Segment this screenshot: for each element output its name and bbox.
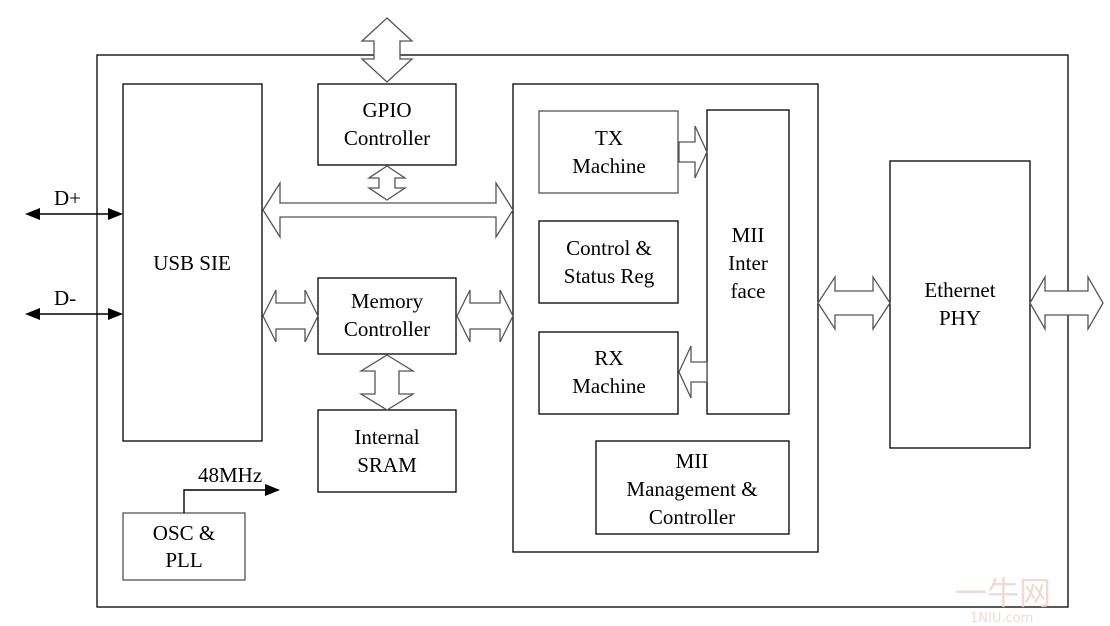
mii-interface-block: MII Inter face: [706, 109, 790, 415]
ethernet-label-line1: Ethernet: [924, 278, 995, 302]
clock-label: 48MHz: [198, 463, 262, 487]
sram-label-line2: SRAM: [357, 453, 417, 477]
ethernet-phy-block: Ethernet PHY: [889, 160, 1031, 449]
mii-mgmt-line1: MII: [676, 449, 709, 473]
tx-label-line2: Machine: [572, 154, 645, 178]
rx-machine-block: RX Machine: [538, 331, 679, 415]
rx-label-line1: RX: [594, 346, 623, 370]
mii-iface-line1: MII: [732, 223, 765, 247]
sram-label-line1: Internal: [354, 425, 419, 449]
clock-signal: 48MHz: [183, 463, 280, 513]
memory-sram-bus-arrow: [358, 354, 416, 411]
gpio-label-line1: GPIO: [362, 98, 411, 122]
gpio-label-line2: Controller: [344, 126, 430, 150]
gpio-bus-arrow: [366, 165, 408, 201]
memory-controller-block: Memory Controller: [317, 277, 457, 355]
watermark-site: 1NIU.com: [970, 611, 1033, 626]
tx-to-mii-arrow: [678, 125, 708, 179]
tx-machine-block: TX Machine: [538, 110, 679, 194]
phy-external-bus-arrow: [1029, 274, 1104, 332]
usb-sie-block: USB SIE: [122, 83, 263, 442]
main-system-bus-arrow: [262, 180, 514, 240]
mii-management-block: MII Management & Controller: [595, 440, 790, 535]
control-label-line1: Control &: [566, 236, 652, 260]
mii-iface-line3: face: [731, 279, 766, 303]
internal-sram-block: Internal SRAM: [317, 409, 457, 493]
dminus-label: D-: [54, 286, 76, 310]
dplus-label: D+: [54, 186, 81, 210]
memory-label-line2: Controller: [344, 317, 430, 341]
rx-label-line2: Machine: [572, 374, 645, 398]
control-status-reg-block: Control & Status Reg: [538, 220, 679, 304]
gpio-controller-block: GPIO Controller: [317, 83, 457, 166]
osc-pll-block: OSC & PLL: [122, 512, 246, 581]
usb-memory-bus-arrow: [262, 289, 319, 343]
ethernet-label-line2: PHY: [939, 306, 981, 330]
mii-mgmt-line2: Management &: [626, 477, 757, 501]
watermark: 一牛网 1NIU.com: [955, 574, 1051, 626]
mac-phy-bus-arrow: [817, 274, 891, 332]
osc-label-line1: OSC &: [153, 521, 215, 545]
memory-mac-bus-arrow: [456, 289, 514, 343]
mii-iface-line2: Inter: [728, 251, 768, 275]
mii-mgmt-line3: Controller: [649, 505, 735, 529]
usb-sie-label: USB SIE: [153, 251, 231, 275]
osc-label-line2: PLL: [165, 548, 202, 572]
mii-to-rx-arrow: [678, 345, 708, 399]
tx-label-line1: TX: [595, 126, 623, 150]
memory-label-line1: Memory: [351, 289, 424, 313]
gpio-external-bus-arrow: [360, 17, 414, 83]
watermark-logo: 一牛网: [955, 574, 1051, 612]
dminus-signal: D-: [25, 286, 123, 320]
dplus-signal: D+: [25, 186, 123, 220]
control-label-line2: Status Reg: [564, 264, 655, 288]
